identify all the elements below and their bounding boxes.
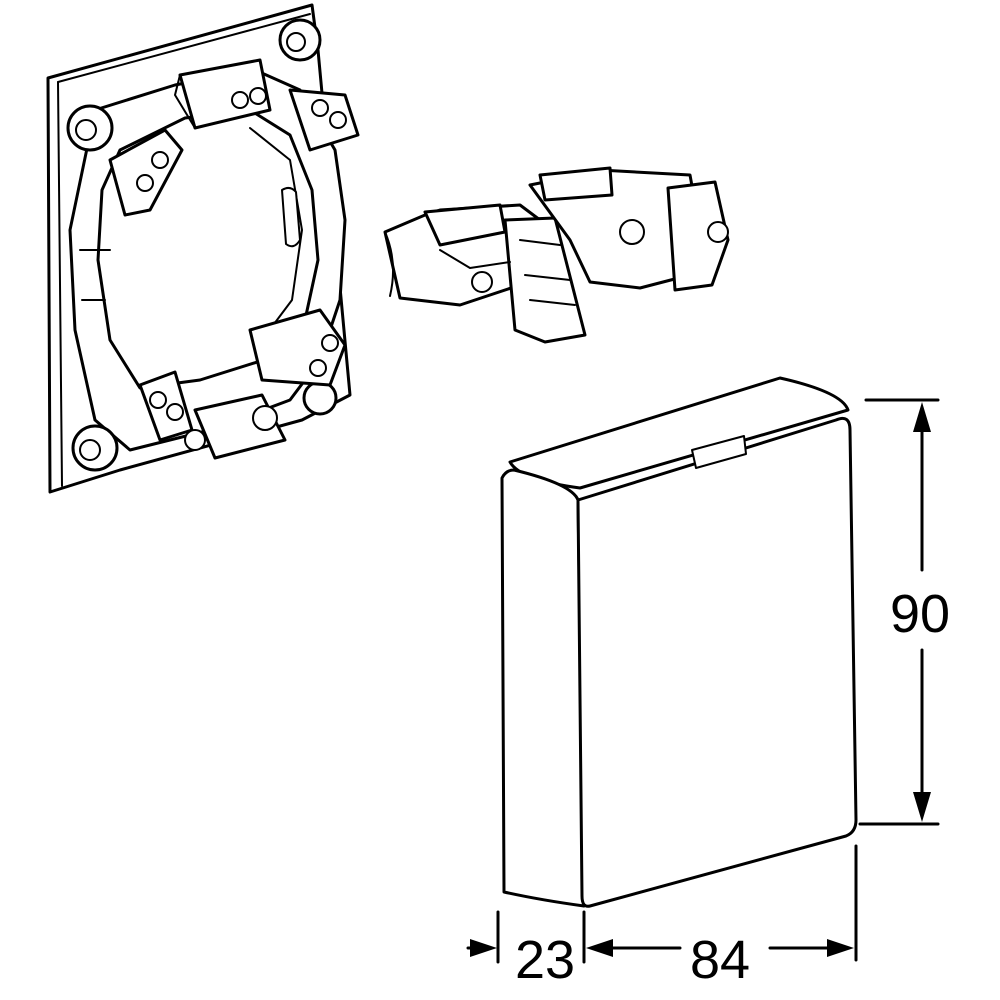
depth-dimension-label: 23 <box>515 930 575 990</box>
arrow-right-icon <box>827 939 854 957</box>
arrow-down-icon <box>913 792 931 822</box>
insert-mechanism <box>383 166 730 344</box>
arrow-left-icon <box>586 939 613 957</box>
dimension-width <box>466 844 858 964</box>
width-dimension-label: 84 <box>690 930 750 990</box>
arrow-right-icon <box>470 939 497 957</box>
height-dimension-label: 90 <box>890 584 950 644</box>
arrow-up-icon <box>913 402 931 432</box>
mounting-frame <box>46 3 360 494</box>
cover-plate <box>500 376 858 908</box>
dimension-height <box>858 398 940 826</box>
